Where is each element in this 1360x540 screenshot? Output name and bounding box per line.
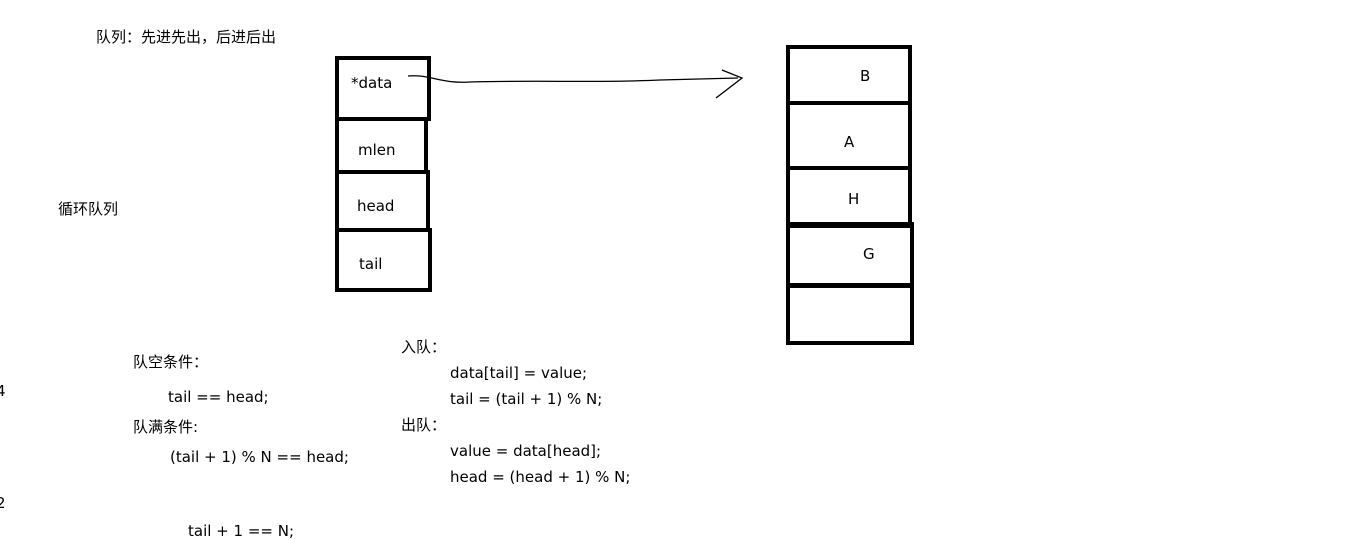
struct-field-head: head xyxy=(335,170,430,232)
full-condition-label: 队满条件: xyxy=(133,418,199,436)
array-cell: H xyxy=(786,166,912,228)
edge-mark: 4 xyxy=(0,382,6,400)
edge-mark: 2 xyxy=(0,494,6,512)
dequeue-line2: head = (head + 1) % N; xyxy=(450,468,631,486)
struct-field-tail: tail xyxy=(335,228,432,292)
full-condition-expr-alt: tail + 1 == N; xyxy=(188,522,295,540)
struct-field-data: *data xyxy=(335,56,431,121)
struct-field-mlen-label: mlen xyxy=(358,141,396,159)
full-condition-expr: (tail + 1) % N == head; xyxy=(170,448,349,466)
array-cell-label: A xyxy=(844,133,855,151)
circular-queue-label: 循环队列 xyxy=(58,200,119,218)
array-cell-label: B xyxy=(860,67,871,85)
dequeue-line1: value = data[head]; xyxy=(450,442,602,460)
page-title: 队列：先进先出，后进后出 xyxy=(96,28,277,46)
array-cell: A xyxy=(786,101,912,170)
array-cell-label: G xyxy=(863,245,875,263)
struct-field-tail-label: tail xyxy=(359,255,383,273)
enqueue-label: 入队： xyxy=(401,338,447,356)
struct-field-mlen: mlen xyxy=(335,117,428,174)
dequeue-label: 出队： xyxy=(401,416,447,434)
struct-field-head-label: head xyxy=(357,197,395,215)
enqueue-line2: tail = (tail + 1) % N; xyxy=(450,390,603,408)
empty-condition-expr: tail == head; xyxy=(168,388,269,406)
array-cell-label: H xyxy=(848,190,860,208)
array-cell: G xyxy=(786,222,914,288)
struct-field-data-label: *data xyxy=(351,74,393,92)
array-cell: B xyxy=(786,45,912,105)
enqueue-line1: data[tail] = value; xyxy=(450,364,588,382)
empty-condition-label: 队空条件： xyxy=(133,353,209,371)
array-cell-empty xyxy=(786,283,914,345)
